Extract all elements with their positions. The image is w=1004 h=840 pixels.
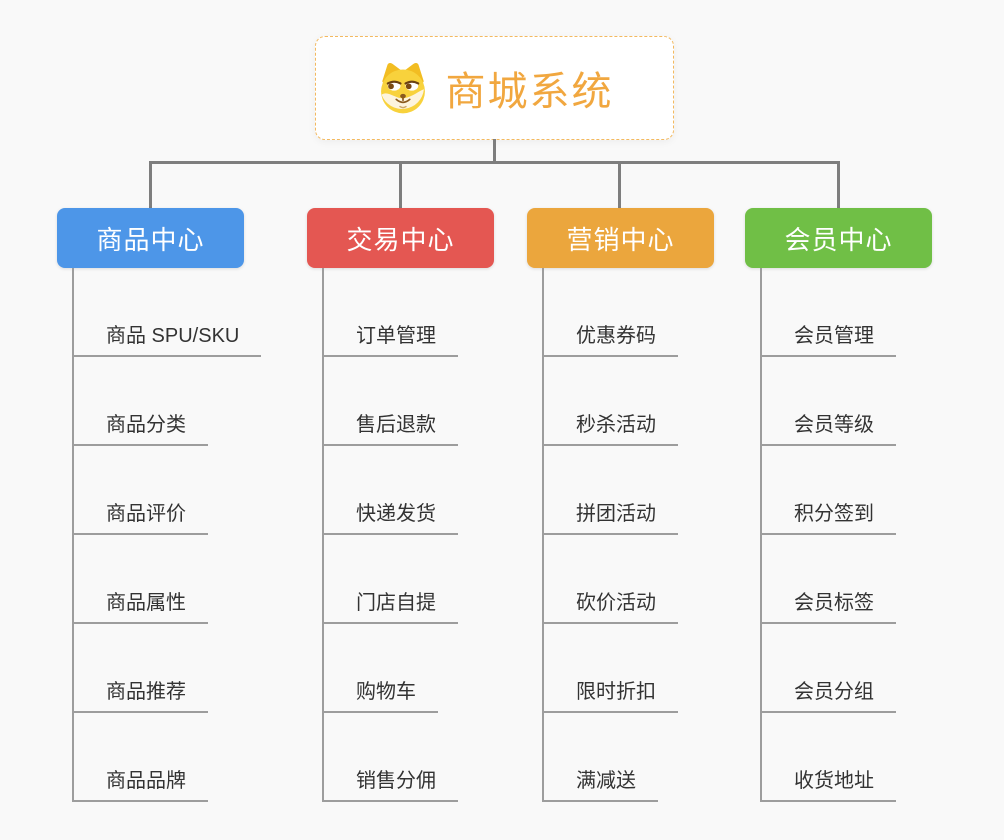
- leaf-item: 快递发货: [322, 446, 458, 535]
- leaf-item: 商品品牌: [72, 713, 261, 802]
- dog-face-icon: [380, 62, 425, 114]
- leaf-item: 商品推荐: [72, 624, 261, 713]
- leaf-item: 会员管理: [760, 268, 896, 357]
- leaf-node-label[interactable]: 购物车: [322, 675, 438, 713]
- leaf-item: 商品评价: [72, 446, 261, 535]
- leaf-item: 门店自提: [322, 535, 458, 624]
- leaf-node-label[interactable]: 门店自提: [322, 586, 458, 624]
- leaf-node-label[interactable]: 会员管理: [760, 319, 896, 357]
- leaf-node-label[interactable]: 商品分类: [72, 408, 208, 446]
- leaf-item: 会员分组: [760, 624, 896, 713]
- leaf-item: 商品 SPU/SKU: [72, 268, 262, 357]
- root-node[interactable]: 商城系统: [315, 36, 674, 140]
- branch-node-trade-center[interactable]: 交易中心: [307, 208, 494, 268]
- connector-drop-member: [837, 161, 840, 209]
- leaf-node-label[interactable]: 优惠券码: [542, 319, 678, 357]
- branch-node-product-center[interactable]: 商品中心: [57, 208, 244, 268]
- leaf-item: 满减送: [542, 713, 678, 802]
- leaf-node-label[interactable]: 订单管理: [322, 319, 458, 357]
- leaf-item: 秒杀活动: [542, 357, 678, 446]
- children-member-center: 会员管理会员等级积分签到会员标签会员分组收货地址: [760, 268, 896, 802]
- leaf-item: 拼团活动: [542, 446, 678, 535]
- leaf-node-label[interactable]: 秒杀活动: [542, 408, 678, 446]
- children-product-center: 商品 SPU/SKU 商品分类商品评价商品属性商品推荐商品品牌: [72, 268, 262, 802]
- leaf-node-label[interactable]: 拼团活动: [542, 497, 678, 535]
- leaf-node-label[interactable]: 商品属性: [72, 586, 208, 624]
- leaf-node-label[interactable]: 商品品牌: [72, 764, 208, 802]
- leaf-item: 优惠券码: [542, 268, 678, 357]
- leaf-node-label[interactable]: 商品评价: [72, 497, 208, 535]
- connector-drop-trade: [399, 161, 402, 209]
- leaf-item: 商品分类: [72, 357, 261, 446]
- connector-drop-product: [149, 161, 152, 209]
- leaf-item: 商品属性: [72, 535, 261, 624]
- leaf-node-label[interactable]: 会员等级: [760, 408, 896, 446]
- leaf-item: 限时折扣: [542, 624, 678, 713]
- spine-product-center: [72, 268, 74, 802]
- leaf-item: 购物车: [322, 624, 458, 713]
- leaf-item: 销售分佣: [322, 713, 458, 802]
- children-marketing-center: 优惠券码秒杀活动拼团活动砍价活动限时折扣满减送: [542, 268, 678, 802]
- leaf-node-label[interactable]: 满减送: [542, 764, 658, 802]
- branch-node-member-center[interactable]: 会员中心: [745, 208, 932, 268]
- branch-node-marketing-center[interactable]: 营销中心: [527, 208, 714, 268]
- leaf-node-label[interactable]: 会员分组: [760, 675, 896, 713]
- leaf-item: 积分签到: [760, 446, 896, 535]
- spine-member-center: [760, 268, 762, 802]
- children-trade-center: 订单管理售后退款快递发货门店自提购物车销售分佣: [322, 268, 458, 802]
- leaf-node-label[interactable]: 商品推荐: [72, 675, 208, 713]
- leaf-item: 会员等级: [760, 357, 896, 446]
- spine-trade-center: [322, 268, 324, 802]
- leaf-node-label[interactable]: 收货地址: [760, 764, 896, 802]
- connector-bus: [149, 161, 840, 164]
- root-title: 商城系统: [445, 70, 614, 114]
- leaf-node-label[interactable]: 会员标签: [760, 586, 896, 624]
- leaf-item: 砍价活动: [542, 535, 678, 624]
- spine-marketing-center: [542, 268, 544, 802]
- leaf-item: 会员标签: [760, 535, 896, 624]
- leaf-item: 订单管理: [322, 268, 458, 357]
- leaf-node-label[interactable]: 售后退款: [322, 408, 458, 446]
- leaf-node-label[interactable]: 砍价活动: [542, 586, 678, 624]
- leaf-node-label[interactable]: 积分签到: [760, 497, 896, 535]
- leaf-node-label[interactable]: 商品 SPU/SKU: [72, 319, 262, 357]
- leaf-node-label[interactable]: 销售分佣: [322, 764, 458, 802]
- connector-drop-marketing: [618, 161, 621, 209]
- leaf-item: 收货地址: [760, 713, 896, 802]
- leaf-node-label[interactable]: 限时折扣: [542, 675, 678, 713]
- leaf-item: 售后退款: [322, 357, 458, 446]
- connector-root-drop: [493, 139, 496, 164]
- leaf-node-label[interactable]: 快递发货: [322, 497, 458, 535]
